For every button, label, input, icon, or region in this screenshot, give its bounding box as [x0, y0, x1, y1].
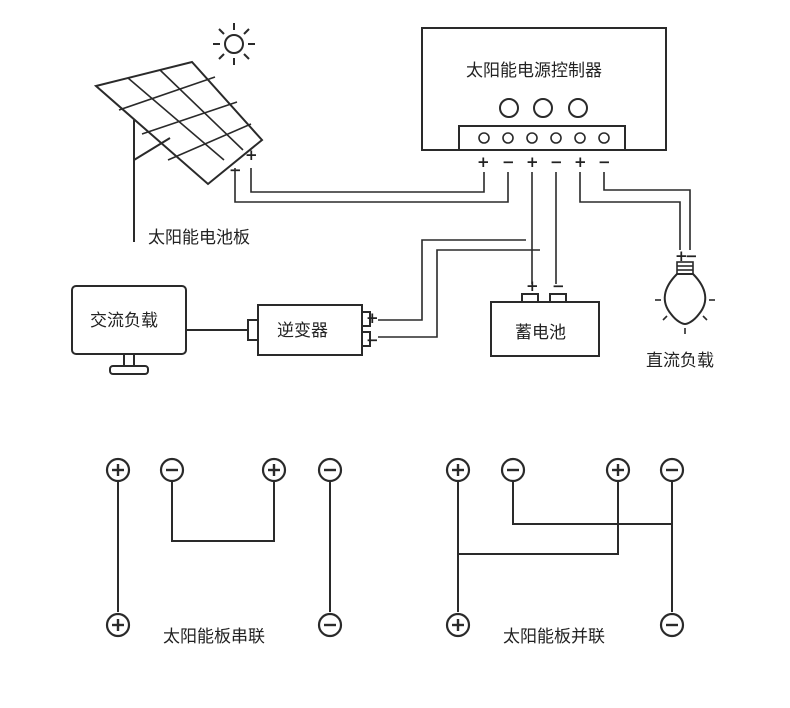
- series-top-minus-terminal: [159, 457, 185, 483]
- battery-minus-sign: −: [552, 277, 565, 295]
- bulb-minus-sign: −: [685, 247, 698, 265]
- parallel-top-minus-terminal: [500, 457, 526, 483]
- solar-controller: + − + − + −: [421, 27, 667, 171]
- solar-panel: − +: [93, 60, 264, 242]
- series-top-minus-terminal-2: [317, 457, 343, 483]
- inverter-label: 逆变器: [277, 321, 328, 341]
- battery-plus-sign: +: [526, 277, 539, 295]
- parallel-bottom-minus-terminal: [659, 612, 685, 638]
- ac-load-monitor: [71, 285, 248, 375]
- parallel-connection: [445, 457, 685, 638]
- ac-load-label: 交流负载: [90, 311, 158, 331]
- series-bottom-plus-terminal: [105, 612, 131, 638]
- ctrl-load-minus-sign: −: [598, 153, 611, 171]
- panel-plus-sign: +: [245, 146, 258, 164]
- parallel-top-minus-terminal-2: [659, 457, 685, 483]
- ctrl-bat-plus-sign: +: [526, 153, 539, 171]
- parallel-top-plus-terminal: [445, 457, 471, 483]
- panel-to-controller-wires: [234, 168, 509, 203]
- ctrl-load-plus-sign: +: [574, 153, 587, 171]
- series-top-plus-terminal: [105, 457, 131, 483]
- parallel-bottom-plus-terminal: [445, 612, 471, 638]
- ctrl-bat-minus-sign: −: [550, 153, 563, 171]
- battery-label: 蓄电池: [515, 323, 566, 343]
- inverter: + −: [247, 304, 379, 356]
- dc-load-bulb: + −: [655, 247, 715, 334]
- series-label: 太阳能板串联: [163, 627, 265, 647]
- parallel-top-plus-terminal-2: [605, 457, 631, 483]
- controller-label: 太阳能电源控制器: [466, 61, 602, 81]
- series-bottom-minus-terminal: [317, 612, 343, 638]
- parallel-label: 太阳能板并联: [503, 627, 605, 647]
- battery: + −: [490, 277, 600, 357]
- series-connection: [105, 457, 343, 638]
- dc-load-label: 直流负载: [646, 351, 714, 371]
- controller-to-dcload-wires: [579, 172, 691, 250]
- ctrl-pv-plus-sign: +: [477, 153, 490, 171]
- sun-icon: [213, 23, 255, 65]
- controller-to-battery-wires: [378, 172, 557, 338]
- inverter-plus-sign: +: [366, 309, 379, 327]
- solar-panel-label: 太阳能电池板: [148, 228, 250, 248]
- bulb-plus-sign: +: [675, 247, 688, 265]
- inverter-minus-sign: −: [366, 331, 379, 349]
- series-top-plus-terminal-2: [261, 457, 287, 483]
- ctrl-pv-minus-sign: −: [502, 153, 515, 171]
